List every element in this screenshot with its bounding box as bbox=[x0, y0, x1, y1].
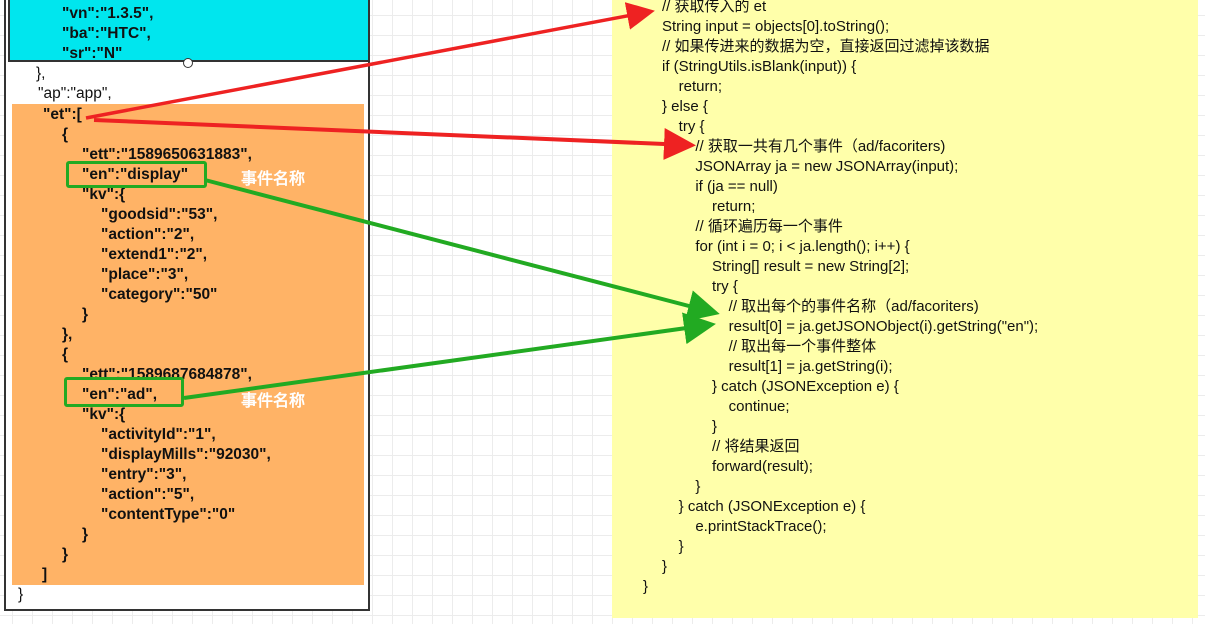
code-line: if (ja == null) bbox=[662, 178, 778, 195]
code-line: result[0] = ja.getJSONObject(i).getStrin… bbox=[662, 318, 1039, 335]
code-line: } bbox=[662, 538, 684, 555]
event-kv-open: "kv":{ bbox=[82, 186, 126, 203]
kv-entry: "contentType":"0" bbox=[101, 506, 236, 523]
code-line: String[] result = new String[2]; bbox=[662, 258, 910, 275]
json-line-ba: "ba":"HTC", bbox=[62, 25, 151, 42]
kv-entry: "action":"2", bbox=[101, 226, 195, 243]
label-event-name-1: 事件名称 bbox=[241, 171, 306, 188]
code-line: // 取出每个的事件名称（ad/facoriters) bbox=[662, 298, 979, 315]
json-line-sr: "sr":"N" bbox=[62, 45, 123, 62]
code-line: return; bbox=[662, 78, 723, 95]
kv-entry: "extend1":"2", bbox=[101, 246, 208, 263]
kv-entry: "entry":"3", bbox=[101, 466, 187, 483]
event-kv-close: } bbox=[82, 306, 89, 323]
highlight-en-ad[interactable] bbox=[64, 377, 184, 407]
json-line-close-brace: }, bbox=[36, 65, 46, 82]
code-line: result[1] = ja.getString(i); bbox=[662, 358, 893, 375]
json-line-ap: "ap":"app", bbox=[38, 85, 112, 102]
json-line-array-close: ] bbox=[42, 566, 48, 583]
kv-entry: "displayMills":"92030", bbox=[101, 446, 271, 463]
kv-entry: "goodsid":"53", bbox=[101, 206, 218, 223]
code-line: String input = objects[0].toString(); bbox=[662, 18, 890, 35]
code-line: } bbox=[662, 478, 701, 495]
kv-entry: "action":"5", bbox=[101, 486, 195, 503]
code-line: } bbox=[662, 558, 668, 575]
code-line: // 循环遍历每一个事件 bbox=[662, 218, 843, 235]
code-line: // 将结果返回 bbox=[662, 438, 800, 455]
event-kv-open: "kv":{ bbox=[82, 406, 126, 423]
event-en: "en":"display" bbox=[82, 166, 189, 183]
kv-entry: "activityId":"1", bbox=[101, 426, 216, 443]
arrow-et-to-input bbox=[85, 2, 655, 120]
code-line: for (int i = 0; i < ja.length(); i++) { bbox=[662, 238, 910, 255]
code-line: // 取出每一个事件整体 bbox=[662, 338, 877, 355]
et-array-box bbox=[12, 104, 364, 585]
code-line: // 获取一共有几个事件（ad/facoriters) bbox=[662, 138, 946, 155]
json-line-et: "et":[ bbox=[43, 106, 82, 123]
json-line-vn: "vn":"1.3.5", bbox=[62, 5, 154, 22]
event-close: } bbox=[62, 546, 69, 563]
arrow-ad-to-result1 bbox=[183, 312, 716, 400]
code-line: } else { bbox=[662, 98, 708, 115]
kv-entry: "category":"50" bbox=[101, 286, 218, 303]
label-event-name-2: 事件名称 bbox=[241, 393, 306, 410]
code-line: } bbox=[662, 418, 718, 435]
event-close: }, bbox=[62, 326, 73, 343]
event-open: { bbox=[62, 126, 69, 143]
arrow-display-to-result0 bbox=[204, 178, 720, 322]
code-line: if (StringUtils.isBlank(input)) { bbox=[662, 58, 857, 75]
code-line: } bbox=[643, 578, 649, 595]
highlight-en-display[interactable] bbox=[66, 161, 207, 188]
kv-entry: "place":"3", bbox=[101, 266, 189, 283]
resize-handle[interactable] bbox=[183, 58, 193, 68]
code-line: e.printStackTrace(); bbox=[662, 518, 827, 535]
event-ett: "ett":"1589650631883", bbox=[82, 146, 252, 163]
json-line-root-close: } bbox=[18, 586, 24, 603]
arrow-et-to-jsonarray bbox=[93, 118, 696, 160]
code-line: // 获取传入的 et bbox=[662, 0, 767, 15]
common-fields-box[interactable] bbox=[8, 0, 370, 62]
code-line: } catch (JSONException e) { bbox=[662, 378, 899, 395]
code-line: JSONArray ja = new JSONArray(input); bbox=[662, 158, 959, 175]
event-open: { bbox=[62, 346, 69, 363]
event-kv-close: } bbox=[82, 526, 89, 543]
code-line: continue; bbox=[662, 398, 790, 415]
code-line: // 如果传进来的数据为空，直接返回过滤掉该数据 bbox=[662, 38, 990, 55]
code-line: return; bbox=[662, 198, 756, 215]
code-line: forward(result); bbox=[662, 458, 813, 475]
code-line: } catch (JSONException e) { bbox=[662, 498, 866, 515]
event-en: "en":"ad", bbox=[82, 386, 158, 403]
